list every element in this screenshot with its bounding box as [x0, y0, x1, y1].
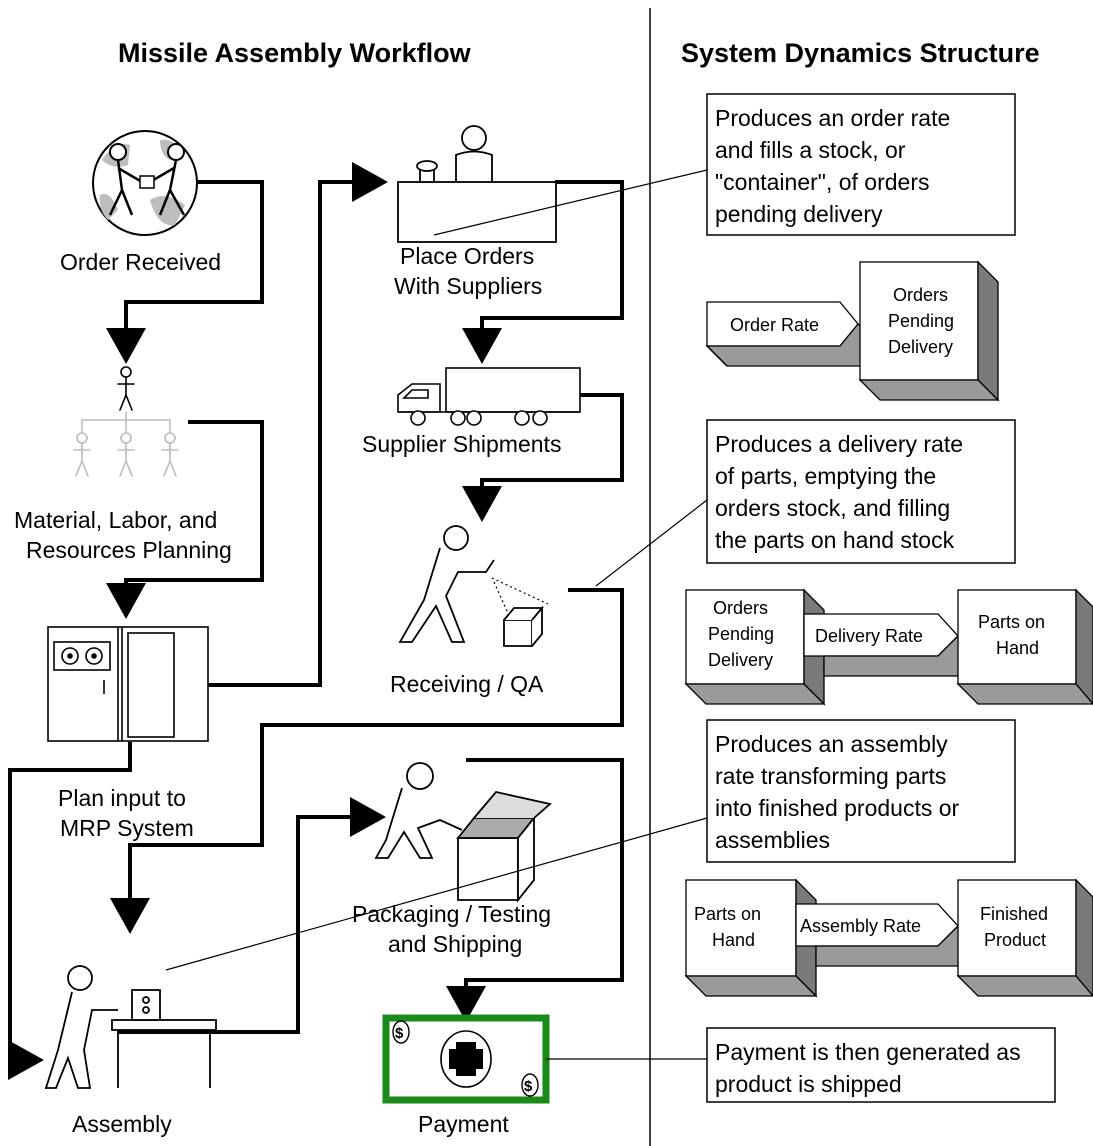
note-assembly-line3: into finished products or: [715, 795, 960, 821]
packaging-label-line1: Packaging / Testing: [352, 901, 551, 927]
sd-parts-on-hand2-line1: Parts on: [694, 904, 761, 924]
note-assembly-line2: rate transforming parts: [715, 763, 946, 789]
planning-label-line2: Resources Planning: [26, 537, 232, 563]
shipments-label: Supplier Shipments: [362, 431, 561, 457]
sd-orders-pending-line3: Delivery: [888, 337, 953, 357]
place-orders-label-line2: With Suppliers: [394, 273, 542, 299]
sd-order-rate-flow: [705, 260, 1000, 402]
arrow-mrp-to-place-orders: [205, 162, 388, 687]
sd-parts-on-hand-line2: Hand: [996, 638, 1039, 658]
note-delivery-box: Produces a delivery rate of parts, empty…: [706, 419, 1016, 564]
packing-worker-icon: [374, 762, 552, 903]
dollar-sign-top: $: [395, 1025, 404, 1042]
workflow-arrows: [8, 162, 624, 1080]
dollar-sign-bottom: $: [524, 1078, 533, 1095]
left-title: Missile Assembly Workflow: [118, 38, 472, 68]
sd-finished-product-line1: Finished: [980, 904, 1048, 924]
sd-assembly-rate-label: Assembly Rate: [800, 916, 921, 936]
sd-finished-product-line2: Product: [984, 930, 1046, 950]
arrow-shipments-to-receiving: [462, 393, 624, 522]
sd-delivery-rate-flow: [684, 588, 1093, 706]
note-assembly-box: Produces an assembly rate transforming p…: [706, 719, 1016, 863]
note-order-line3: "container", of orders: [715, 169, 930, 195]
receiving-label: Receiving / QA: [390, 671, 544, 697]
org-chart-icon: [73, 366, 179, 477]
sd-orders-pending-line1: Orders: [893, 285, 948, 305]
sd-orders-pending2-line1: Orders: [713, 598, 768, 618]
right-title: System Dynamics Structure: [681, 38, 1040, 68]
sd-parts-on-hand-line1: Parts on: [978, 612, 1045, 632]
place-orders-label-line1: Place Orders: [400, 243, 534, 269]
note-order-line1: Produces an order rate: [715, 105, 950, 131]
note-delivery-line4: the parts on hand stock: [715, 527, 955, 553]
mrp-label-line1: Plan input to: [58, 785, 186, 811]
money-bill-icon: $ $: [382, 1014, 550, 1104]
note-delivery-line2: of parts, emptying the: [715, 463, 936, 489]
truck-icon: [397, 367, 581, 426]
sd-orders-pending2-line3: Delivery: [708, 650, 773, 670]
arrow-receiving-to-assembly: [110, 588, 624, 934]
note-assembly-line1: Produces an assembly: [715, 731, 948, 757]
sd-order-rate-label: Order Rate: [730, 315, 819, 335]
sd-delivery-rate-label: Delivery Rate: [815, 626, 923, 646]
payment-label: Payment: [418, 1111, 509, 1137]
note-order-line4: pending delivery: [715, 201, 883, 227]
sd-orders-pending-line2: Pending: [888, 311, 954, 331]
inspector-icon: [398, 525, 549, 647]
note-delivery-line1: Produces a delivery rate: [715, 431, 963, 457]
globe-handshake-icon: [92, 130, 198, 236]
sd-parts-on-hand2-line2: Hand: [712, 930, 755, 950]
note-delivery-line3: orders stock, and filling: [715, 495, 950, 521]
arrow-packaging-to-payment: [446, 758, 624, 1022]
arrow-order-to-planning: [106, 180, 264, 364]
planning-label-line1: Material, Labor, and: [14, 507, 217, 533]
assembly-label: Assembly: [72, 1111, 172, 1137]
note-order-line2: and fills a stock, or: [715, 137, 906, 163]
note-payment-box: Payment is then generated as product is …: [706, 1027, 1056, 1103]
arrow-planning-to-mrp: [106, 420, 264, 619]
computer-cabinet-icon: [47, 626, 209, 742]
leader-lines: [165, 169, 708, 1060]
note-assembly-line4: assemblies: [715, 827, 830, 853]
assembly-worker-icon: [44, 965, 217, 1089]
arrow-place-orders-to-shipments: [462, 180, 624, 364]
arrow-mrp-to-assembly: [8, 742, 132, 1080]
mrp-label-line2: MRP System: [60, 815, 194, 841]
note-payment-line1: Payment is then generated as: [715, 1039, 1021, 1065]
sd-orders-pending2-line2: Pending: [708, 624, 774, 644]
arrow-assembly-to-packaging: [118, 797, 386, 1034]
note-order-box: Produces an order rate and fills a stock…: [706, 93, 1016, 236]
packaging-label-line2: and Shipping: [388, 931, 522, 957]
note-payment-line2: product is shipped: [715, 1071, 902, 1097]
sd-assembly-rate-flow: [684, 878, 1093, 998]
order-received-label: Order Received: [60, 249, 221, 275]
